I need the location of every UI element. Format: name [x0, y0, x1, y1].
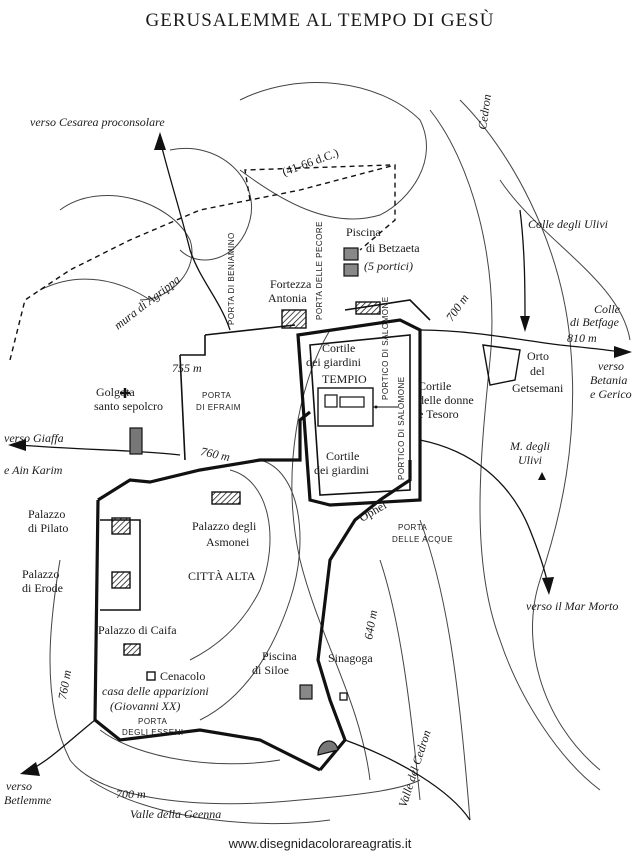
label-piscina-betzaeta: Piscina — [346, 225, 381, 239]
label-elev-760-a: 760 m — [199, 444, 231, 464]
label-di-efraim: DI EFRAIM — [196, 403, 241, 412]
piscina-betzaeta-pool-2 — [343, 263, 359, 277]
label-giovanni: (Giovanni XX) — [110, 699, 180, 713]
label-ain-karim: e Ain Karim — [4, 463, 63, 477]
getsemani-marker — [482, 344, 521, 386]
site-credit: www.disegnidacolorareagratis.it — [228, 836, 412, 851]
pool-south-marker — [317, 740, 339, 756]
label-degli-esseni: DEGLI ESSENI — [122, 728, 184, 737]
agrippa-wall — [9, 164, 396, 361]
label-gerico: e Gerico — [590, 387, 632, 401]
label-valle-geenna: Valle della Geenna — [130, 807, 221, 821]
label-valle-cedron: Valle del Cedron — [396, 728, 434, 809]
label-tempio: TEMPIO — [322, 372, 367, 386]
contour-lines — [39, 82, 631, 825]
label-portico-salomone-2: PORTICO DI SALOMONE — [397, 376, 406, 480]
label-portici: (5 portici) — [364, 259, 413, 273]
monte-ulivi-peak — [538, 472, 546, 480]
fortezza-antonia-marker — [281, 309, 307, 329]
label-betlemme: Betlemme — [4, 793, 52, 807]
label-citta-alta: CITTÀ ALTA — [188, 569, 256, 583]
golgota-cross-icon — [120, 388, 130, 398]
label-delle-acque: DELLE ACQUE — [392, 535, 453, 544]
label-golgota: Golgota — [96, 385, 135, 399]
north-gate-marker — [355, 301, 381, 315]
map-title: GERUSALEMME AL TEMPO DI GESÙ — [145, 10, 495, 31]
label-elev-700-s: 700 m — [116, 787, 146, 801]
label-porta-efraim: PORTA — [202, 391, 231, 400]
label-getsemani: Getsemani — [512, 381, 564, 395]
label-elev-640: 640 m — [361, 609, 380, 641]
piscina-siloe-marker — [299, 684, 313, 700]
label-porta-esseni: PORTA — [138, 717, 167, 726]
temple-sanctuary — [317, 387, 398, 427]
sinagoga-marker — [339, 692, 348, 701]
label-delle-donne: delle donne — [418, 393, 474, 407]
label-orto: Orto — [527, 349, 549, 363]
label-elev-810: 810 m — [567, 331, 597, 345]
label-di-pilato: di Pilato — [28, 521, 68, 535]
label-del: del — [530, 364, 545, 378]
label-monte-ulivi: M. degli — [509, 439, 550, 453]
label-betania: Betania — [590, 373, 627, 387]
palazzo-erode-marker — [111, 571, 131, 589]
label-ulivi: Ulivi — [518, 453, 542, 467]
label-colle-ulivi: Colle degli Ulivi — [528, 217, 608, 231]
palazzo-asmonei-marker — [211, 491, 241, 505]
map-labels: verso Cesarea proconsolare Cedron (41-66… — [4, 93, 632, 821]
agrippa-wall-north — [244, 164, 391, 201]
label-fortezza: Fortezza — [270, 277, 312, 291]
label-di-siloe: di Siloe — [252, 663, 289, 677]
label-santo-sepolcro: santo sepolcro — [94, 399, 163, 413]
label-cortile-2: Cortile — [326, 449, 359, 463]
label-mar-morto: verso il Mar Morto — [526, 599, 618, 613]
label-palazzo-caifa: Palazzo di Caifa — [98, 623, 177, 637]
label-palazzo-asmonei: Palazzo degli — [192, 519, 257, 533]
label-giardini-1: dei giardini — [306, 355, 362, 369]
label-cenacolo: Cenacolo — [160, 669, 205, 683]
label-porta-acque: PORTA — [398, 523, 427, 532]
palazzo-caifa-marker — [123, 643, 141, 656]
label-verso-betania: verso — [598, 359, 624, 373]
label-asmonei: Asmonei — [206, 535, 250, 549]
cenacolo-marker — [146, 671, 156, 681]
label-wall-date: (41-66 d.C.) — [280, 145, 340, 178]
label-cesarea: verso Cesarea proconsolare — [30, 115, 165, 129]
label-palazzo-erode: Palazzo — [22, 567, 59, 581]
label-piscina-siloe: Piscina — [262, 649, 297, 663]
city-walls — [93, 299, 431, 772]
label-palazzo-pilato: Palazzo — [28, 507, 65, 521]
label-di-betfage: di Betfage — [570, 315, 620, 329]
label-mura-agrippa: mura di Agrippa — [111, 272, 183, 332]
label-giardini-2: dei giardini — [314, 463, 370, 477]
label-cortile-donne: Cortile — [418, 379, 451, 393]
label-elev-700-e: 700 m — [443, 291, 472, 324]
label-casa-apparizioni: casa delle apparizioni — [102, 684, 209, 698]
label-sinagoga: Sinagoga — [328, 651, 373, 665]
label-portico-salomone: PORTICO DI SALOMONE — [381, 296, 390, 400]
label-porta-pecore: PORTA DELLE PECORE — [315, 221, 324, 320]
palazzo-pilato-marker — [111, 517, 131, 535]
roads — [8, 132, 632, 821]
label-betzaeta: di Betzaeta — [366, 241, 420, 255]
label-verso-giaffa: verso Giaffa — [4, 431, 64, 445]
label-cedron-top: Cedron — [475, 93, 494, 130]
label-tesoro: e Tesoro — [418, 407, 459, 421]
label-elev-755: 755 m — [172, 361, 202, 375]
golgota-marker — [129, 427, 143, 455]
piscina-betzaeta-pool-1 — [343, 247, 359, 261]
label-cortile-1: Cortile — [322, 341, 355, 355]
label-di-erode: di Erode — [22, 581, 63, 595]
label-porta-beniamino: PORTA DI BENIAMINO — [227, 232, 236, 325]
label-antonia: Antonia — [268, 291, 307, 305]
label-verso-betlemme: verso — [6, 779, 32, 793]
building-markers — [111, 247, 546, 756]
label-colle-betfage: Colle — [594, 302, 621, 316]
label-elev-760-b: 760 m — [55, 669, 74, 701]
